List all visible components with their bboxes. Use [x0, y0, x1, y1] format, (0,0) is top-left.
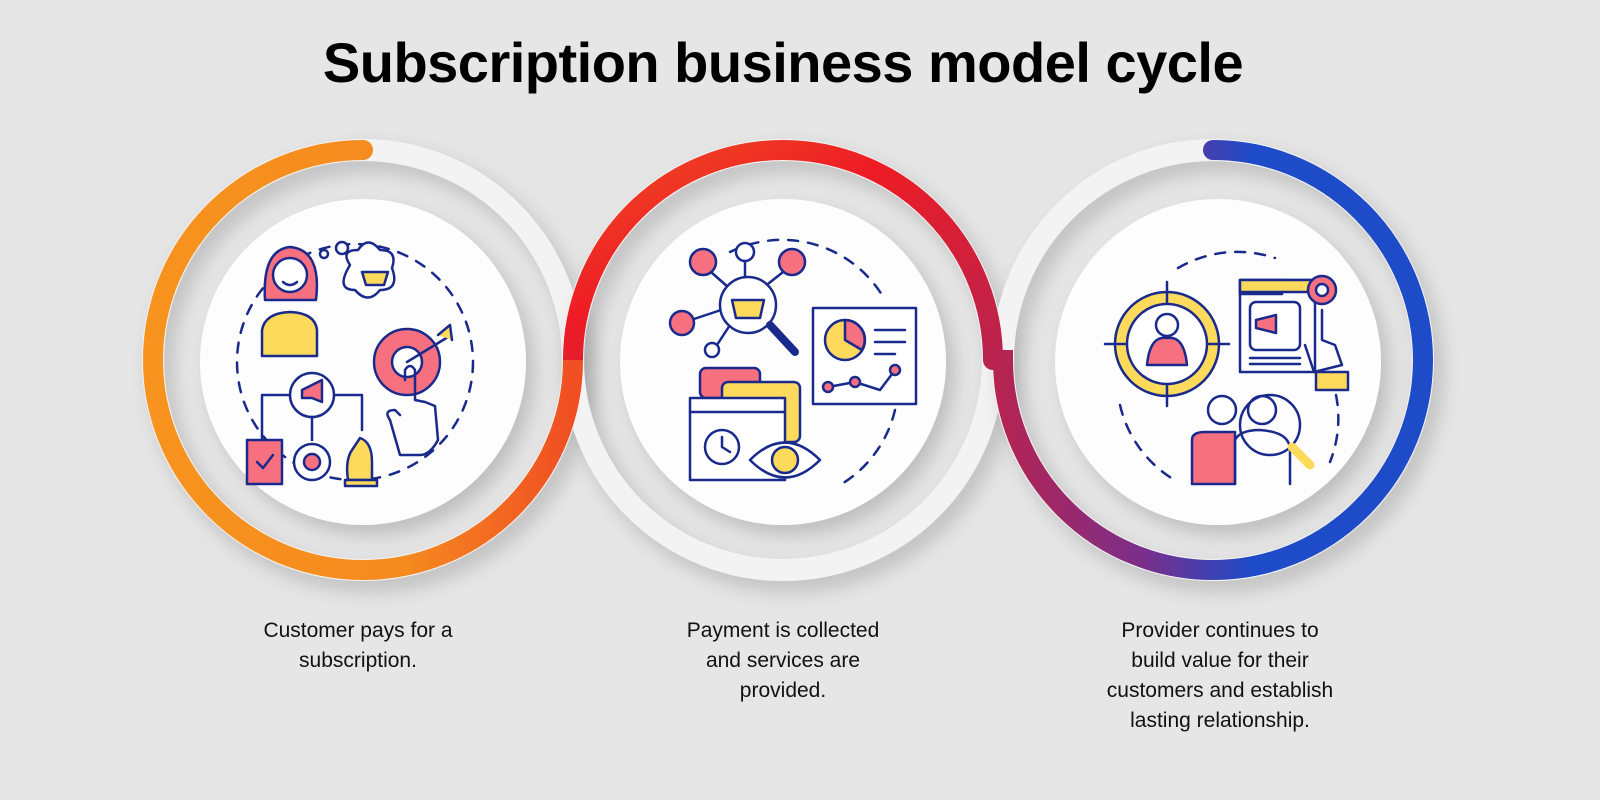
- cycle-arc-orange: [143, 140, 583, 580]
- customer-targeting-icon: [1103, 250, 1350, 486]
- caption-line: Customer pays for a: [263, 619, 453, 642]
- caption-line: provided.: [739, 679, 827, 702]
- step-3-caption: Provider continues to build value for th…: [1040, 616, 1400, 736]
- caption-line: customers and establish: [1106, 679, 1334, 702]
- caption-line: and services are: [705, 649, 861, 672]
- caption-line: subscription.: [299, 649, 417, 672]
- caption-line: lasting relationship.: [1130, 709, 1310, 732]
- cycle-arc-red: [563, 140, 1003, 361]
- step-2-caption: Payment is collected and services are pr…: [603, 616, 963, 706]
- payment-services-icon: [668, 238, 918, 487]
- caption-line: Provider continues to: [1121, 619, 1319, 642]
- step-1-caption: Customer pays for a subscription.: [178, 616, 538, 676]
- caption-line: Payment is collected: [686, 619, 880, 642]
- cycle-arc-blue: [983, 140, 1433, 580]
- customer-marketing-icon: [235, 240, 475, 488]
- page-title: Subscription business model cycle: [322, 31, 1244, 94]
- caption-line: build value for their: [1131, 649, 1309, 672]
